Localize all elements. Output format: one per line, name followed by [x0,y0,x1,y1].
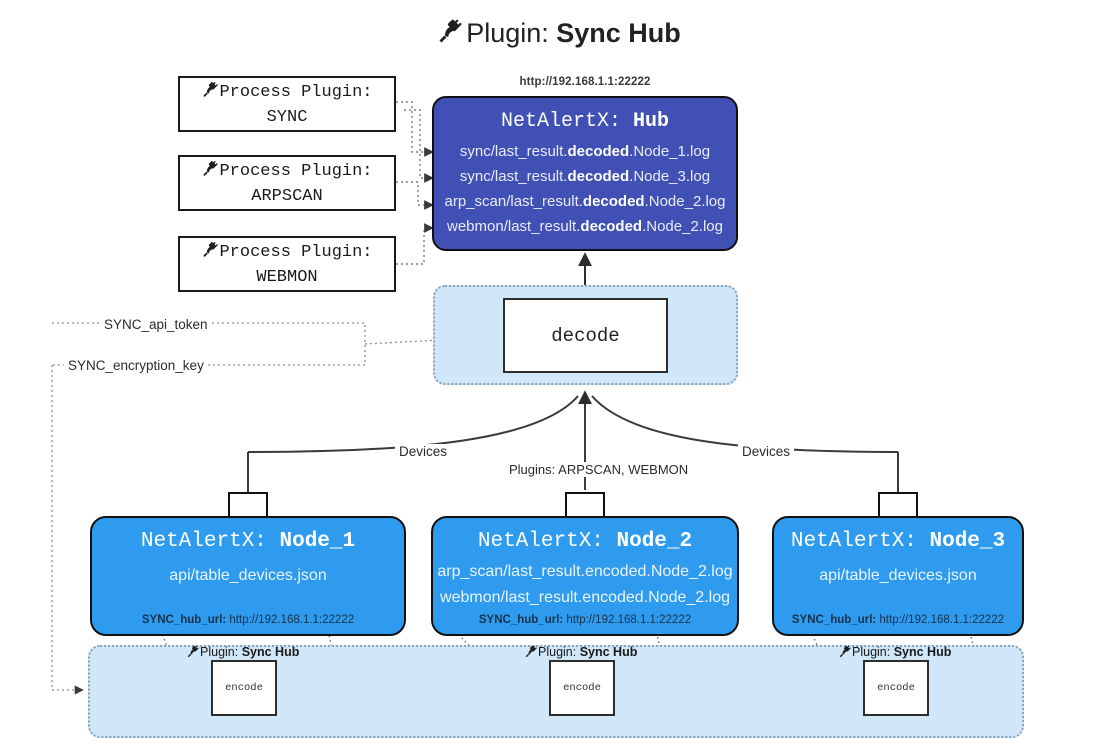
node-content-line: arp_scan/last_result.encoded.Node_2.log [437,563,733,580]
node-content-line: webmon/last_result.encoded.Node_2.log [440,589,730,606]
decode-box[interactable]: decode [503,298,668,373]
devices-label-left: Devices [395,444,452,459]
process-plugin-line1: Process Plugin: [180,240,394,265]
plug-icon [439,19,462,43]
node-hub-url: SYNC_hub_url: http://192.168.1.1:22222 [141,614,355,626]
node-title: NetAlertX: Node_1 [140,530,356,553]
devices-label-right: Devices [738,444,795,459]
hub-title: NetAlertX: Hub [434,110,736,133]
node-content-line: api/table_devices.json [169,567,327,584]
node-title: NetAlertX: Node_2 [477,530,693,553]
node-box-node-3[interactable]: NetAlertX: Node_3 api/table_devices.json… [772,516,1024,636]
label: Process Plugin: [219,243,373,262]
page-title-name: Sync Hub [556,18,681,48]
plugins-label-center: Plugins: ARPSCAN, WEBMON [505,462,693,477]
page-title-prefix: Plugin: [466,18,557,48]
hub-title-name: Hub [633,110,670,133]
label: Process Plugin: [219,83,373,102]
node-hub-url: SYNC_hub_url: http://192.168.1.1:22222 [791,614,1005,626]
hub-log-line: sync/last_result.decoded.Node_1.log [459,143,711,160]
sync-encryption-key-label: SYNC_encryption_key [64,358,208,373]
node-box-node-2[interactable]: NetAlertX: Node_2 arp_scan/last_result.e… [431,516,739,636]
encode-box-1[interactable]: encode [211,660,277,716]
hub-log-line: webmon/last_result.decoded.Node_2.log [447,218,723,235]
hub-title-prefix: NetAlertX: [500,110,633,133]
node-title: NetAlertX: Node_3 [790,530,1006,553]
label: Process Plugin: [219,162,373,181]
sync-api-token-label: SYNC_api_token [100,317,212,332]
plug-icon [839,645,851,658]
process-plugin-box-sync[interactable]: Process Plugin: SYNC [178,76,396,132]
encode-plugin-label-3: Plugin: Sync Hub [838,645,951,659]
encode-box-2[interactable]: encode [549,660,615,716]
process-plugin-line1: Process Plugin: [180,80,394,105]
plug-icon [203,161,219,177]
process-plugin-box-arpscan[interactable]: Process Plugin: ARPSCAN [178,155,396,211]
plug-icon [203,242,219,258]
hub-log-line: sync/last_result.decoded.Node_3.log [459,168,711,185]
process-plugin-line1: Process Plugin: [180,159,394,184]
process-plugin-line2: WEBMON [256,268,318,287]
process-plugin-box-webmon[interactable]: Process Plugin: WEBMON [178,236,396,292]
plug-icon [525,645,537,658]
encode-plugin-label-1: Plugin: Sync Hub [186,645,299,659]
process-plugin-line2: SYNC [266,108,308,127]
hub-url-label: http://192.168.1.1:22222 [519,76,651,88]
encode-plugin-label-2: Plugin: Sync Hub [524,645,637,659]
plug-icon [203,82,219,98]
hub-log-list: sync/last_result.decoded.Node_1.log sync… [434,139,736,239]
node-box-node-1[interactable]: NetAlertX: Node_1 api/table_devices.json… [90,516,406,636]
node-content-line: api/table_devices.json [819,567,977,584]
node-hub-url: SYNC_hub_url: http://192.168.1.1:22222 [478,614,692,626]
process-plugin-line2: ARPSCAN [251,187,323,206]
hub-box[interactable]: NetAlertX: Hub sync/last_result.decoded.… [432,96,738,251]
hub-log-line: arp_scan/last_result.decoded.Node_2.log [444,193,726,210]
encode-box-3[interactable]: encode [863,660,929,716]
page-title: Plugin: Sync Hub [0,18,1117,49]
plug-icon [187,645,199,658]
